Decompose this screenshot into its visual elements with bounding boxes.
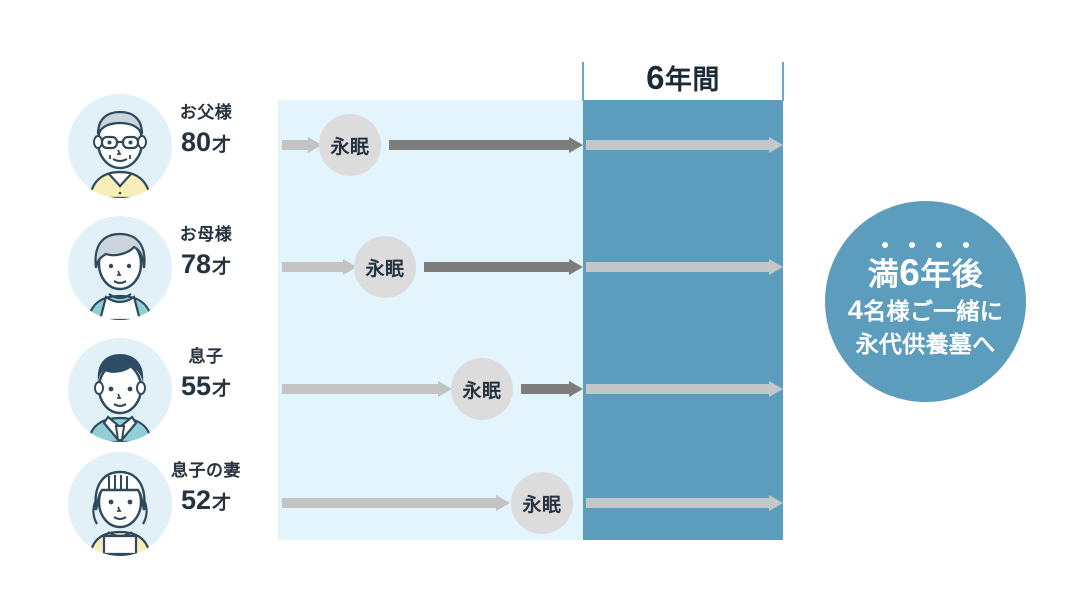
adult-woman-avatar: [68, 452, 172, 556]
pre-event-arrow: [282, 495, 510, 511]
period-label: 6年間: [583, 55, 783, 103]
event-bubble: 永眠: [354, 236, 416, 298]
person-row: 息子 55才 永眠: [0, 336, 1080, 446]
event-bubble: 永眠: [511, 472, 573, 534]
event-bubble: 永眠: [319, 114, 381, 176]
post-event-arrow: [389, 137, 583, 153]
person-row: 息子の妻 52才 永眠: [0, 450, 1080, 560]
elderly-woman-avatar: [68, 216, 172, 320]
result-badge: 満6年後 4名様ご一緒に 永代供養墓へ: [825, 201, 1026, 402]
badge-line-2: 4名様ご一緒に: [847, 295, 1004, 325]
badge-dots: [882, 242, 969, 248]
person-name: 息子: [188, 347, 224, 366]
period-unit: 年間: [664, 65, 720, 95]
person-age: 55才: [180, 371, 232, 401]
period-number: 6: [646, 59, 665, 96]
person-label: お父様 80才: [150, 100, 262, 162]
badge-dot: [963, 242, 969, 248]
in-band-arrow: [586, 137, 783, 153]
person-age: 80才: [180, 127, 232, 157]
post-event-arrow: [424, 259, 583, 275]
person-name: お父様: [179, 103, 233, 122]
person-label: 息子 55才: [150, 344, 262, 406]
person-row: お父様 80才 永眠: [0, 92, 1080, 202]
event-bubble: 永眠: [451, 358, 513, 420]
person-label: 息子の妻 52才: [150, 458, 262, 520]
in-band-arrow: [586, 381, 783, 397]
adult-man-avatar: [68, 338, 172, 442]
pre-event-arrow: [282, 259, 357, 275]
post-event-arrow: [521, 381, 583, 397]
person-age: 78才: [180, 249, 232, 279]
in-band-arrow: [586, 259, 783, 275]
badge-line-3: 永代供養墓へ: [855, 331, 996, 357]
period-tick-left: [582, 62, 584, 101]
badge-dot: [909, 242, 915, 248]
elderly-man-avatar: [68, 94, 172, 198]
badge-line-1: 満6年後: [867, 252, 984, 293]
pre-event-arrow: [282, 381, 452, 397]
badge-dot: [882, 242, 888, 248]
badge-dot: [936, 242, 942, 248]
person-row: お母様 78才 永眠: [0, 214, 1080, 324]
person-name: お母様: [179, 225, 233, 244]
pre-event-arrow: [282, 137, 322, 153]
person-label: お母様 78才: [150, 222, 262, 284]
person-name: 息子の妻: [171, 461, 241, 480]
person-age: 52才: [180, 485, 232, 515]
timeline-dark-band: [583, 100, 783, 540]
period-tick-right: [782, 62, 784, 101]
in-band-arrow: [586, 495, 783, 511]
